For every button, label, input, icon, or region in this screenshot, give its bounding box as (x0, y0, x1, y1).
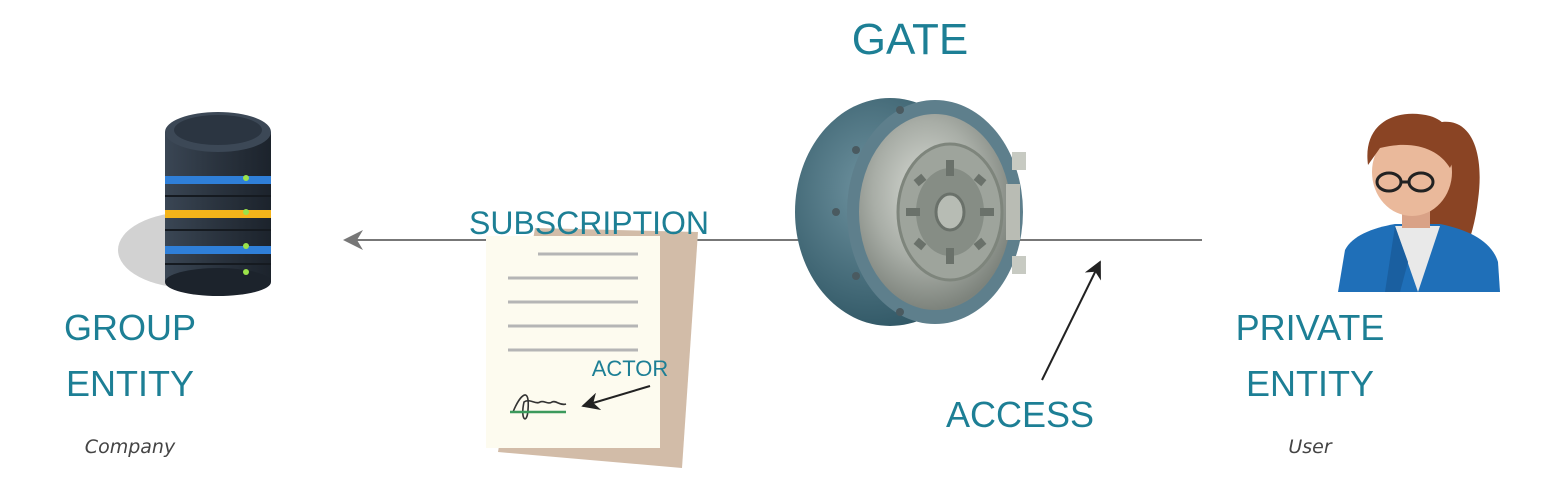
actor-pointer-arrow (581, 385, 651, 410)
subscription-label: SUBSCRIPTION (469, 205, 709, 241)
private-entity-label-line1: PRIVATE (1236, 307, 1385, 348)
group-entity-subtitle: Company (85, 436, 176, 458)
access-pointer-arrow (1041, 260, 1101, 381)
private-entity-subtitle: User (1288, 436, 1332, 458)
group-entity-label-line1: GROUP (64, 307, 196, 348)
vault-door-icon (795, 98, 1026, 326)
gate-title: GATE (852, 15, 969, 64)
group-entity-label-line2: ENTITY (66, 363, 194, 404)
user-avatar-icon (1338, 113, 1500, 292)
signed-document-icon (486, 228, 698, 468)
signature-mark (512, 394, 567, 420)
database-server-icon (118, 112, 271, 296)
actor-label: ACTOR (592, 356, 669, 381)
access-label: ACCESS (946, 394, 1094, 435)
private-entity-label-line2: ENTITY (1246, 363, 1374, 404)
